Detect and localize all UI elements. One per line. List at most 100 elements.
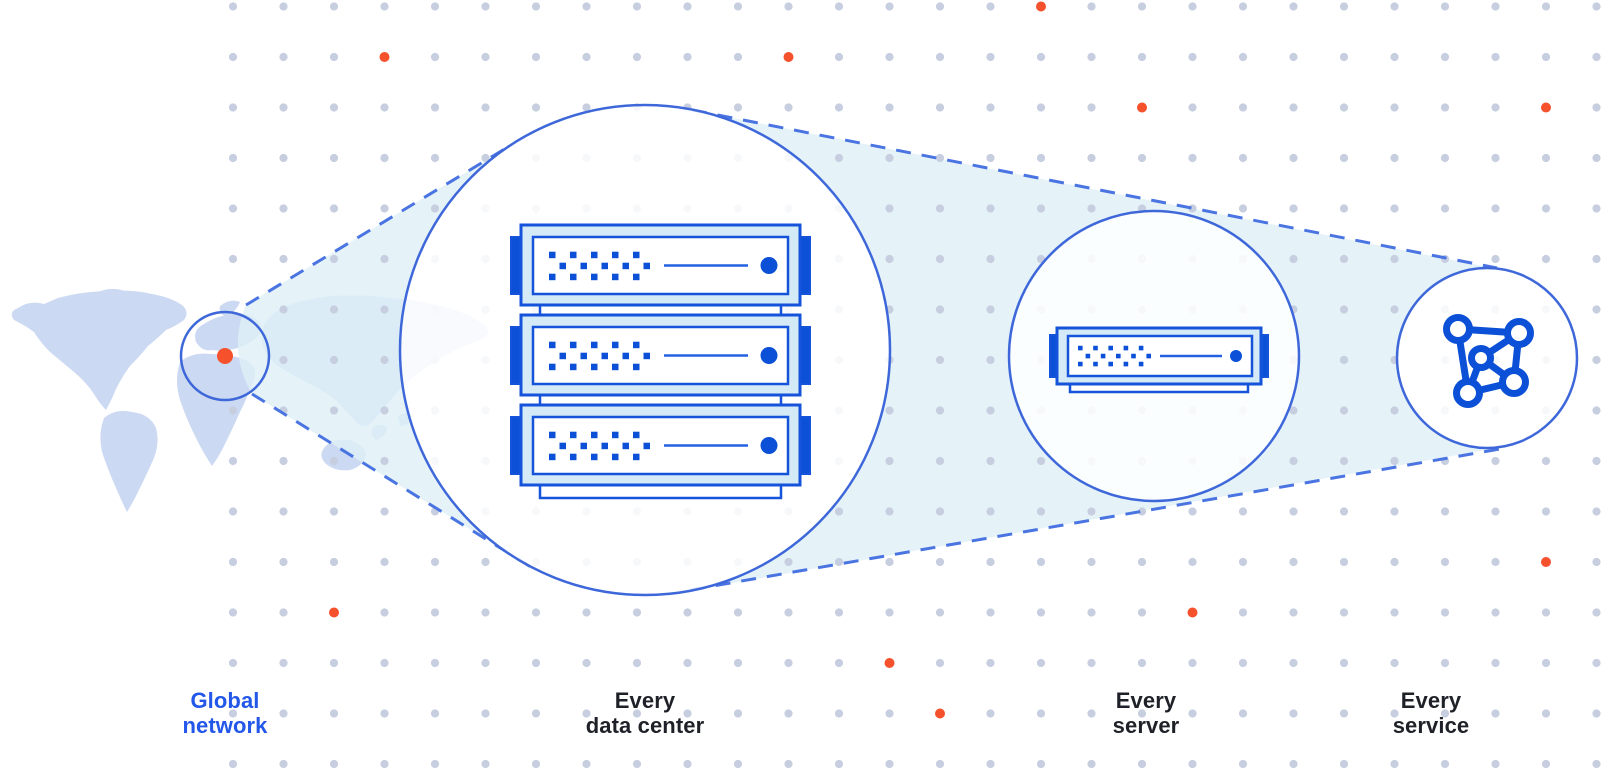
grid-dot	[1541, 2, 1551, 11]
accent-dot	[1541, 557, 1551, 567]
grid-dot	[380, 406, 389, 415]
grid-dot	[1137, 153, 1147, 163]
grid-dot	[1036, 557, 1046, 567]
dashed-edge-lower-right	[689, 447, 1501, 592]
grid-dot	[935, 608, 945, 617]
grid-dot	[1491, 153, 1500, 163]
grid-dot	[228, 103, 238, 112]
grid-dot	[834, 153, 844, 163]
server-power-dot	[760, 257, 778, 274]
grid-dot	[329, 204, 339, 213]
grid-dot	[834, 52, 844, 62]
grid-dot	[1289, 557, 1298, 567]
grid-dot	[986, 153, 995, 163]
grid-dot	[531, 103, 541, 112]
grid-dot	[935, 103, 945, 112]
grid-dot	[986, 658, 995, 668]
label-every-service: Every service	[1393, 688, 1470, 738]
grid-dot	[1087, 608, 1096, 617]
server-led-panel	[549, 431, 650, 461]
location-dot	[217, 348, 233, 364]
led-dot	[1078, 345, 1083, 351]
grid-dot	[834, 557, 844, 567]
led-dot	[1078, 361, 1083, 367]
grid-dot	[1188, 658, 1197, 668]
label-line: network	[182, 713, 268, 738]
grid-dot	[1087, 52, 1096, 62]
led-dot	[1138, 361, 1144, 367]
led-dot	[549, 453, 556, 461]
grid-dot	[683, 52, 692, 62]
grid-dot	[1238, 557, 1248, 567]
grid-dot	[531, 658, 541, 668]
grid-dot	[1491, 759, 1500, 769]
grid-dot	[1036, 658, 1046, 668]
grid-dot	[986, 557, 995, 567]
grid-dot	[784, 759, 793, 769]
grid-dot	[228, 759, 238, 769]
led-dot	[570, 251, 577, 259]
grid-dot	[430, 204, 440, 213]
grid-dot	[1087, 557, 1096, 567]
grid-dot	[1592, 709, 1601, 718]
server-rack-icon	[510, 223, 811, 500]
grid-dot	[1289, 658, 1298, 668]
grid-dot	[834, 608, 844, 617]
server-icon	[1049, 326, 1269, 394]
grid-dot	[1541, 254, 1551, 264]
grid-dot	[1339, 608, 1349, 617]
grid-dot	[1137, 507, 1147, 516]
grid-dot	[380, 254, 389, 264]
grid-dot	[1592, 557, 1601, 567]
data-center-group	[398, 103, 892, 597]
grid-dot	[380, 2, 389, 11]
led-dot	[570, 273, 577, 281]
grid-dot	[1137, 709, 1147, 718]
grid-dot	[1440, 153, 1450, 163]
led-dot	[1108, 345, 1113, 351]
service-group	[1395, 266, 1579, 450]
led-dot	[559, 352, 566, 360]
led-dot	[549, 363, 556, 371]
grid-dot	[1087, 153, 1096, 163]
mesh-node	[1499, 367, 1529, 397]
server-unit-3	[510, 403, 811, 487]
grid-dot	[380, 759, 389, 769]
grid-dot	[683, 658, 692, 668]
grid-dot	[1188, 153, 1197, 163]
global-network-circle	[179, 310, 271, 402]
grid-dot	[1592, 103, 1601, 112]
grid-dot	[1390, 759, 1399, 769]
grid-dot	[1339, 204, 1349, 213]
grid-dot	[228, 456, 238, 466]
grid-dot	[1440, 52, 1450, 62]
grid-dot	[1390, 52, 1399, 62]
grid-dot	[885, 2, 894, 11]
grid-dot	[1339, 355, 1349, 365]
grid-dot	[1592, 204, 1601, 213]
led-dot	[612, 273, 619, 281]
led-dot	[633, 363, 640, 371]
led-dot	[1123, 361, 1129, 367]
grid-dot	[228, 557, 238, 567]
grid-dot	[481, 153, 490, 163]
grid-dot	[380, 507, 389, 516]
led-dot	[1093, 361, 1098, 367]
grid-dot	[1491, 2, 1500, 11]
grid-dot	[430, 2, 440, 11]
grid-dot	[481, 103, 490, 112]
grid-dot	[279, 709, 288, 718]
server-faceplate	[531, 325, 790, 386]
led-dot	[549, 431, 556, 439]
grid-dot	[1390, 406, 1399, 415]
grid-dot	[1036, 709, 1046, 718]
grid-dot	[481, 658, 490, 668]
grid-dot	[1087, 759, 1096, 769]
grid-dot	[1289, 406, 1298, 415]
grid-dot	[430, 103, 440, 112]
grid-dot	[228, 204, 238, 213]
led-dot	[612, 363, 619, 371]
led-dot	[612, 431, 619, 439]
grid-dot	[784, 557, 793, 567]
